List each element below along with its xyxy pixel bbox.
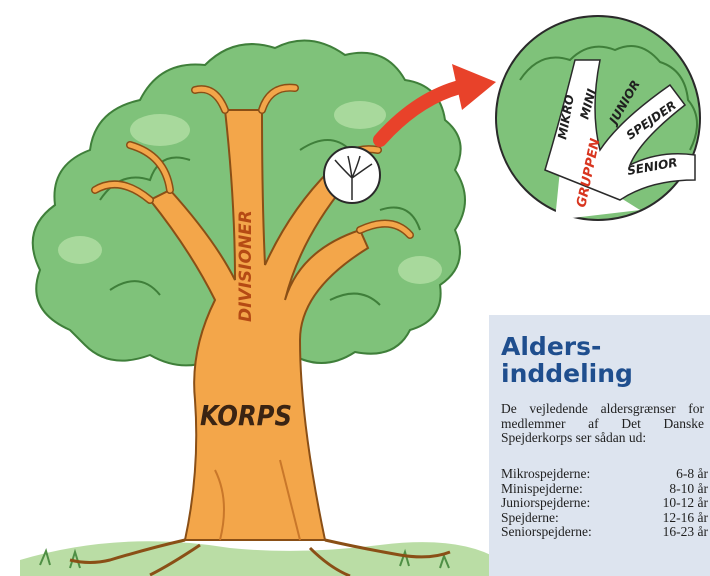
age-range: 8-10 år: [639, 482, 708, 497]
age-row: Minispejderne:8-10 år: [501, 482, 708, 497]
branch-label: DIVISIONER: [236, 210, 256, 322]
age-row: Seniorspejderne:16-23 år: [501, 525, 708, 540]
info-title-line1: Alders-: [501, 332, 601, 361]
trunk-label: KORPS: [200, 399, 292, 432]
age-group: Minispejderne:: [501, 482, 639, 497]
age-table: Mikrospejderne:6-8 år Minispejderne:8-10…: [501, 467, 708, 540]
age-row: Spejderne:12-16 år: [501, 511, 708, 526]
age-range: 6-8 år: [639, 467, 708, 482]
age-range: 16-23 år: [639, 525, 708, 540]
age-row: Juniorspejderne:10-12 år: [501, 496, 708, 511]
info-title: Alders- inddeling: [501, 333, 633, 387]
age-range: 10-12 år: [639, 496, 708, 511]
highlight-circle: [324, 147, 380, 203]
age-group: Mikrospejderne:: [501, 467, 639, 482]
age-info-box: Alders- inddeling De vejledende aldersgr…: [489, 315, 710, 576]
info-body: De vejledende aldersgrænser for medlemme…: [501, 402, 704, 446]
age-group: Spejderne:: [501, 511, 639, 526]
age-group: Seniorspejderne:: [501, 525, 639, 540]
info-title-line2: inddeling: [501, 359, 633, 388]
age-group: Juniorspejderne:: [501, 496, 639, 511]
zoom-circle: [496, 16, 700, 220]
age-row: Mikrospejderne:6-8 år: [501, 467, 708, 482]
age-range: 12-16 år: [639, 511, 708, 526]
grass: [20, 541, 500, 576]
